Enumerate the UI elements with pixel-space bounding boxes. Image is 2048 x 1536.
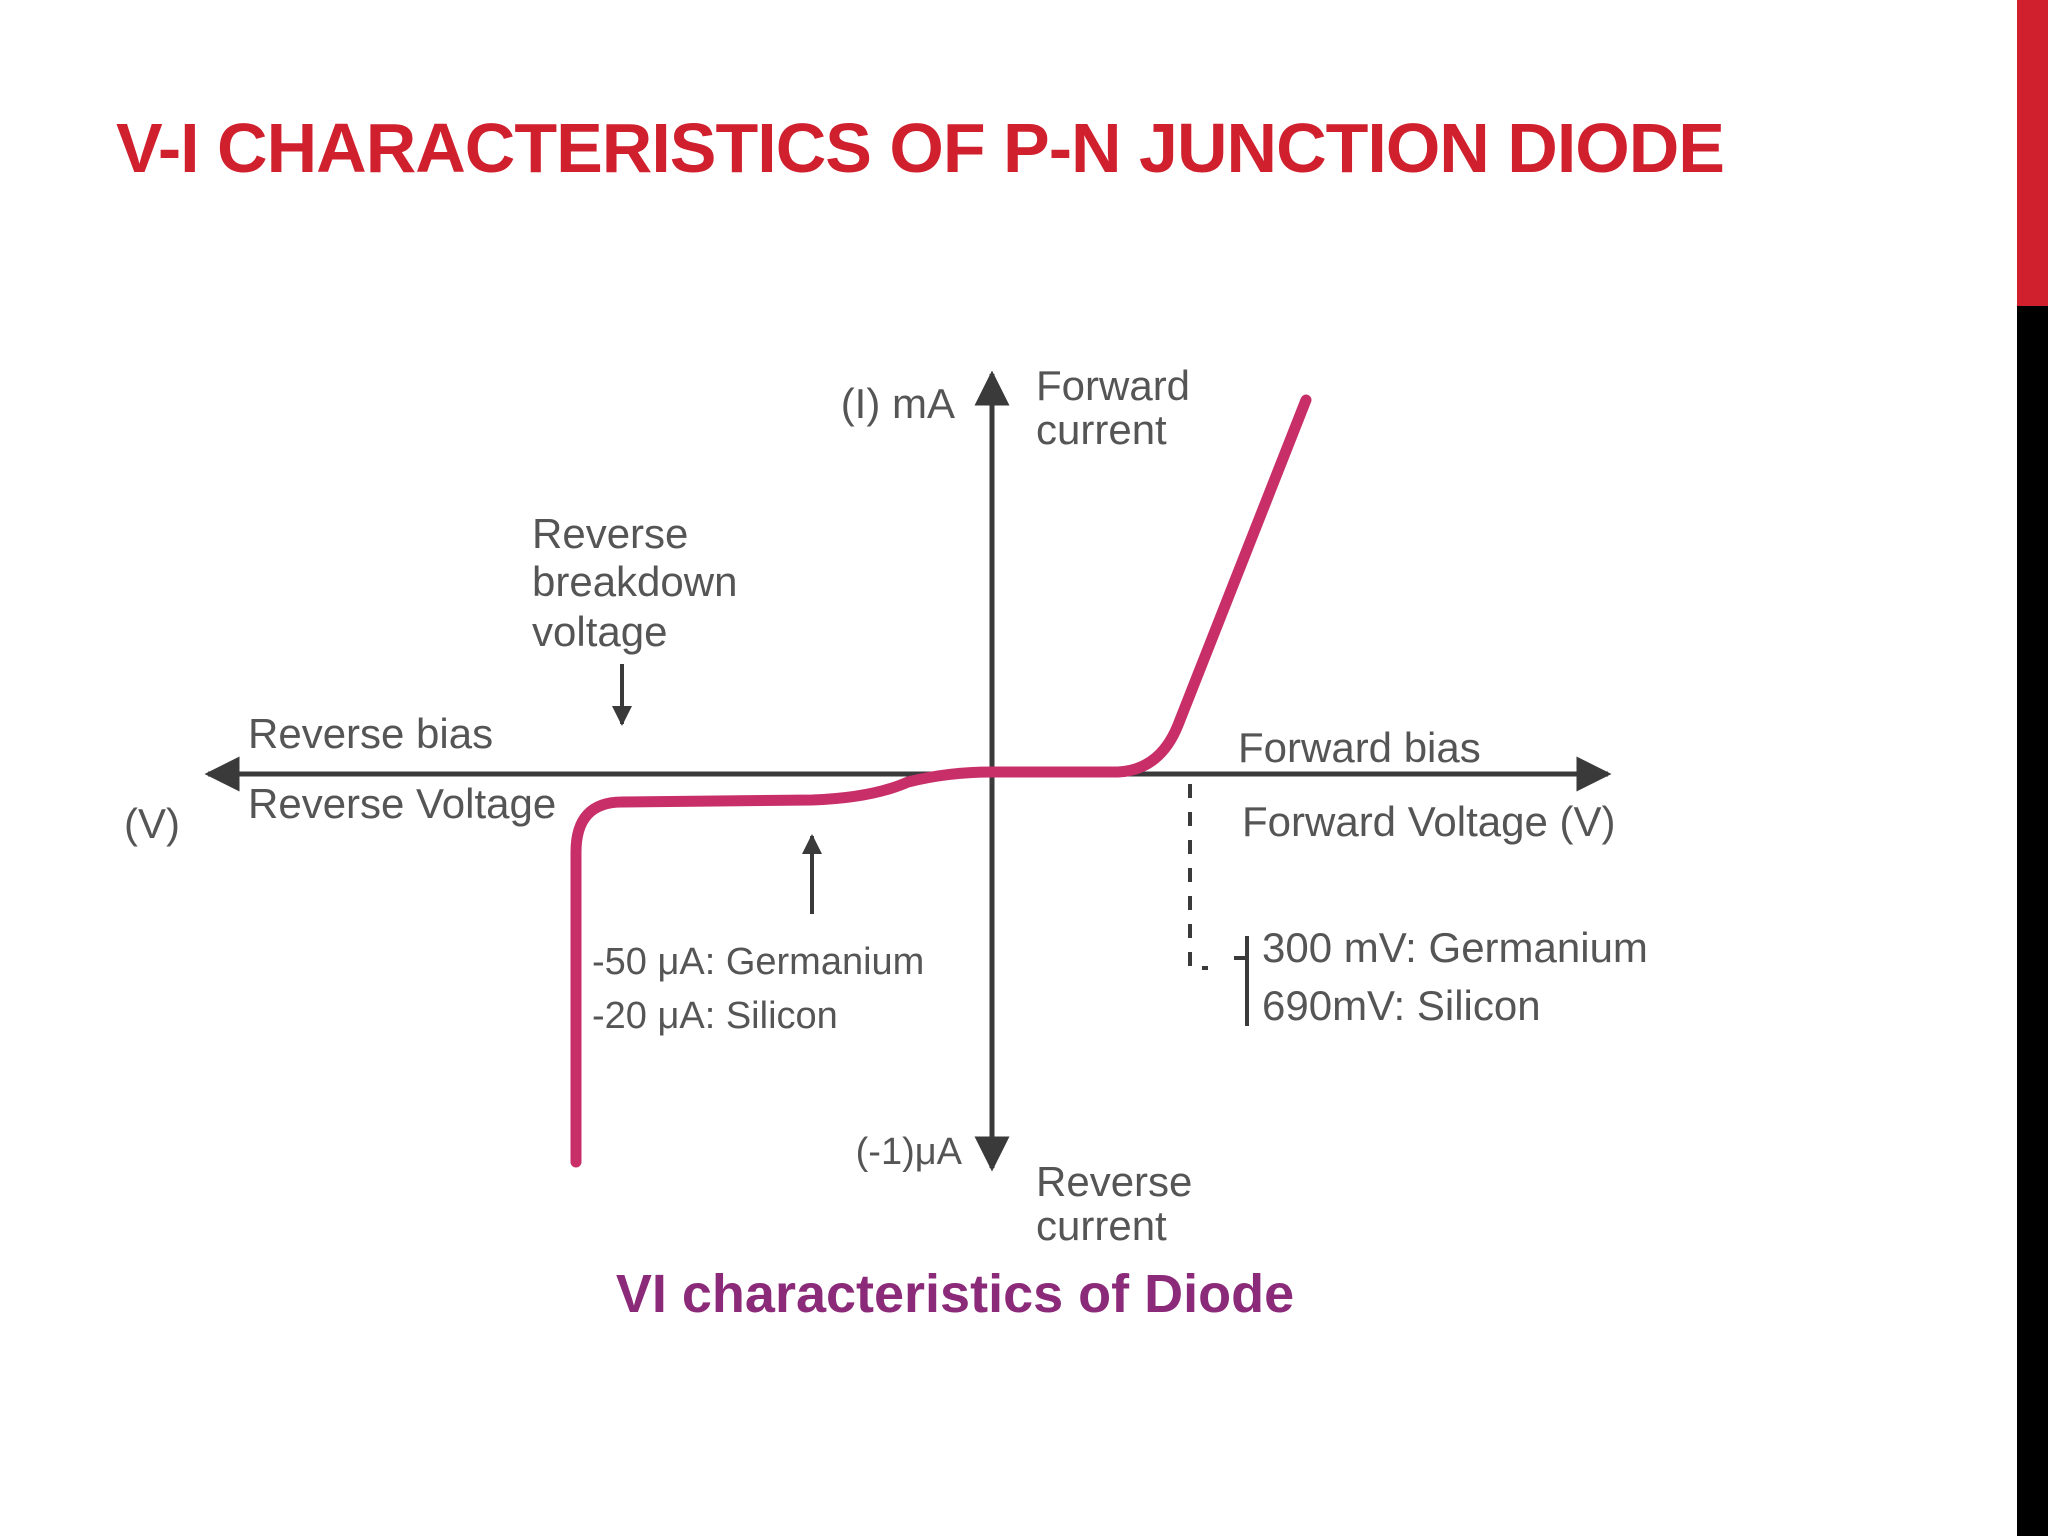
leakage-label-germanium: -50 μA: Germanium xyxy=(592,941,924,983)
vi-curve xyxy=(570,394,1312,1168)
reverse-bias-label: Reverse bias xyxy=(248,710,493,757)
y-axis-top-label: (I) mA xyxy=(841,380,955,427)
breakdown-label-line2: breakdown xyxy=(532,558,737,605)
accent-bar-top xyxy=(2017,0,2048,306)
breakdown-label-line3: voltage xyxy=(532,608,667,655)
knee-label-silicon: 690mV: Silicon xyxy=(1262,982,1541,1029)
knee-voltage-dashed-marker xyxy=(1188,784,1208,970)
breakdown-label-line1: Reverse xyxy=(532,510,688,557)
forward-bias-label: Forward bias xyxy=(1238,724,1481,771)
diagram-caption: VI characteristics of Diode xyxy=(616,1264,1294,1324)
reverse-current-label-line2: current xyxy=(1036,1202,1167,1249)
knee-label-germanium: 300 mV: Germanium xyxy=(1262,924,1648,971)
reverse-current-label-line1: Reverse xyxy=(1036,1158,1192,1205)
slide-title: V-I CHARACTERISTICS OF P-N JUNCTION DIOD… xyxy=(116,109,1725,187)
x-axis-left-unit: (V) xyxy=(124,800,180,847)
accent-bar-bottom xyxy=(2017,306,2048,1536)
reverse-voltage-label: Reverse Voltage xyxy=(248,780,556,827)
forward-current-label-line2: current xyxy=(1036,406,1167,453)
leakage-label-silicon: -20 μA: Silicon xyxy=(592,995,838,1037)
y-axis-bottom-label: (-1)μA xyxy=(856,1131,963,1173)
forward-current-label-line1: Forward xyxy=(1036,362,1190,409)
forward-voltage-label: Forward Voltage (V) xyxy=(1242,798,1616,845)
